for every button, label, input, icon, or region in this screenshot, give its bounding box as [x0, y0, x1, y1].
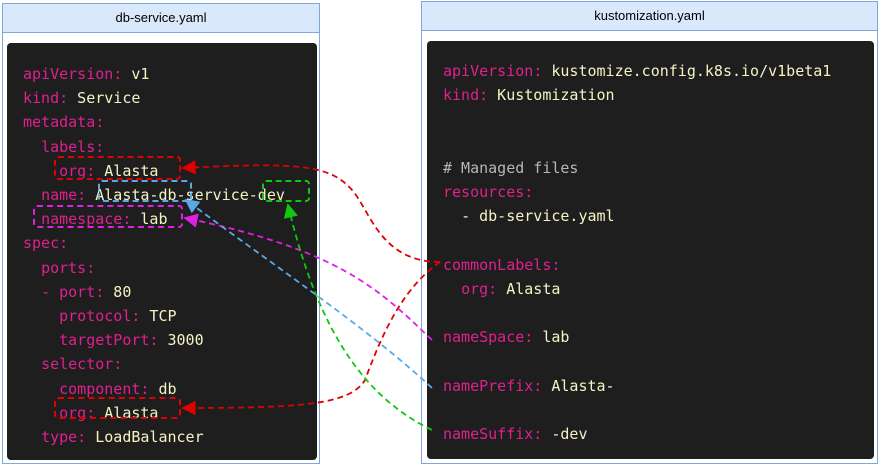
code-indent — [23, 428, 41, 446]
right-panel-title: kustomization.yaml — [422, 2, 877, 31]
code-line: commonLabels: — [443, 253, 560, 277]
code-line: component: db — [23, 377, 177, 401]
code-indent — [23, 186, 41, 204]
code-indent — [23, 355, 41, 373]
left-panel-title: db-service.yaml — [3, 4, 319, 33]
code-comment: # Managed files — [443, 158, 579, 177]
code-key: kind: — [23, 89, 69, 108]
code-indent — [443, 280, 461, 298]
code-line: labels: — [23, 135, 104, 159]
code-key: - port: — [41, 282, 105, 301]
code-line: - db-service.yaml — [443, 204, 615, 228]
code-value: 80 — [104, 282, 132, 301]
code-value: db — [149, 379, 177, 398]
code-value: lab — [533, 328, 570, 347]
code-key: type: — [41, 428, 87, 446]
code-key: protocol: — [59, 307, 141, 325]
code-value: Alasta — [497, 279, 561, 298]
code-line: namespace: lab — [23, 207, 168, 231]
code-value: 3000 — [158, 331, 204, 350]
code-indent — [23, 380, 59, 398]
code-line: namePrefix: Alasta- — [443, 374, 615, 398]
code-line: protocol: TCP — [23, 304, 177, 328]
code-key: ports: — [41, 258, 96, 277]
code-key: org: — [461, 279, 498, 298]
code-value: Alasta — [95, 161, 159, 180]
code-key: resources: — [443, 183, 534, 201]
namespace-highlight-box — [33, 205, 183, 228]
code-line: # Managed files — [443, 156, 578, 180]
code-line: nameSuffix: -dev — [443, 422, 588, 446]
code-key: targetPort: — [59, 331, 159, 350]
right-panel: kustomization.yaml apiVersion: kustomize… — [421, 1, 878, 464]
code-value: Kustomization — [488, 86, 615, 105]
code-value: lab — [131, 210, 168, 229]
code-key: kind: — [443, 86, 489, 105]
code-key: namespace: — [41, 210, 132, 229]
code-indent — [443, 207, 461, 225]
code-value: TCP — [140, 307, 177, 325]
code-value: -dev — [542, 425, 588, 443]
code-value: v1 — [122, 65, 150, 83]
code-line: metadata: — [23, 110, 104, 134]
code-indent — [23, 331, 59, 349]
code-indent — [23, 307, 59, 325]
code-value: - db-service.yaml — [461, 207, 615, 226]
code-key: component: — [59, 379, 150, 398]
org-label-highlight-box — [54, 156, 181, 180]
code-line: nameSpace: lab — [443, 325, 569, 349]
code-line: spec: — [23, 231, 68, 255]
code-line: apiVersion: kustomize.config.k8s.io/v1be… — [443, 59, 831, 83]
code-key: selector: — [41, 355, 123, 374]
code-key: commonLabels: — [443, 255, 561, 274]
code-line: kind: Service — [23, 86, 140, 110]
code-key: apiVersion: — [23, 65, 123, 83]
code-indent — [23, 138, 41, 156]
code-value: Alasta- — [542, 376, 615, 395]
right-code-block: apiVersion: kustomize.config.k8s.io/v1be… — [427, 41, 874, 459]
code-key: nameSuffix: — [443, 425, 543, 443]
code-line: kind: Kustomization — [443, 83, 615, 107]
code-value: LoadBalancer — [86, 428, 204, 446]
code-key: labels: — [41, 137, 105, 156]
code-line: - port: 80 — [23, 280, 131, 304]
code-line: resources: — [443, 180, 533, 204]
code-key: namePrefix: — [443, 376, 543, 395]
name-prefix-highlight-box — [98, 180, 192, 202]
code-line: org: Alasta — [23, 159, 158, 183]
code-indent — [23, 283, 41, 301]
selector-org-highlight-box — [54, 397, 181, 419]
code-indent — [23, 259, 41, 277]
code-value: kustomize.config.k8s.io/v1beta1 — [542, 62, 832, 80]
code-line: org: Alasta — [443, 277, 560, 301]
code-line: ports: — [23, 256, 95, 280]
code-value: Service — [68, 89, 141, 108]
code-line: apiVersion: v1 — [23, 62, 149, 86]
code-line: selector: — [23, 352, 122, 376]
code-key: metadata: — [23, 113, 105, 132]
code-line: type: LoadBalancer — [23, 425, 204, 449]
code-key: org: — [59, 161, 96, 180]
code-key: apiVersion: — [443, 62, 543, 80]
code-key: spec: — [23, 234, 69, 253]
name-suffix-highlight-box — [262, 180, 310, 202]
code-line: targetPort: 3000 — [23, 328, 204, 352]
code-key: name: — [41, 186, 87, 204]
code-key: nameSpace: — [443, 328, 534, 347]
